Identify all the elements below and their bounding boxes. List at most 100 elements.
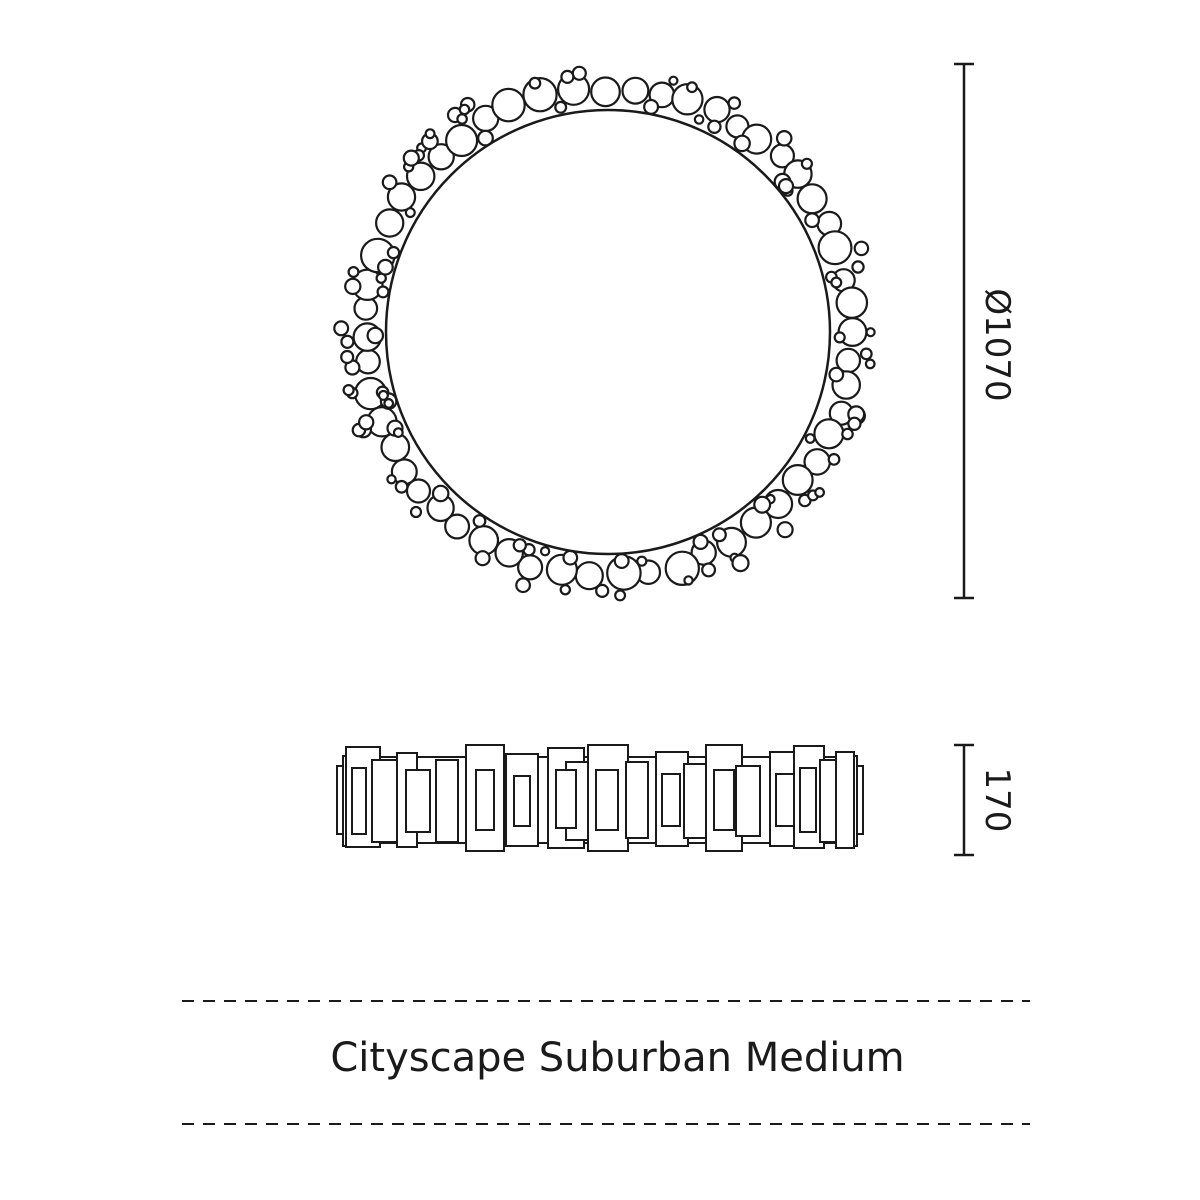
bubble bbox=[445, 123, 479, 158]
bubble bbox=[707, 119, 722, 135]
side-panel bbox=[661, 773, 681, 827]
bubble bbox=[474, 550, 491, 567]
bubble bbox=[813, 418, 845, 450]
bubble bbox=[835, 286, 869, 319]
bubble bbox=[636, 555, 648, 567]
bubble bbox=[827, 453, 841, 466]
bubble bbox=[775, 130, 793, 147]
bubble bbox=[613, 552, 630, 569]
side-panel bbox=[735, 765, 761, 837]
bubble bbox=[804, 212, 820, 229]
bubble bbox=[342, 384, 355, 397]
bubble bbox=[776, 521, 794, 539]
bubble bbox=[409, 505, 423, 519]
side-panel bbox=[475, 769, 495, 831]
bubble bbox=[643, 98, 660, 115]
bubble bbox=[727, 96, 742, 110]
bubble bbox=[800, 157, 814, 170]
bubble bbox=[614, 589, 627, 602]
bubble bbox=[376, 285, 390, 299]
bubble bbox=[828, 366, 845, 383]
bubble-ring bbox=[333, 65, 876, 602]
side-panel bbox=[835, 751, 855, 849]
bubble bbox=[841, 427, 854, 441]
side-panel bbox=[513, 775, 531, 827]
side-panel bbox=[713, 769, 735, 831]
bubble bbox=[458, 103, 471, 116]
bubble bbox=[731, 553, 750, 573]
side-panel bbox=[775, 773, 795, 827]
bubble bbox=[668, 75, 679, 86]
bubble bbox=[405, 161, 436, 192]
inner-disc bbox=[384, 108, 832, 556]
bubble bbox=[830, 276, 843, 289]
bubble bbox=[515, 577, 531, 594]
bubble bbox=[595, 583, 610, 599]
bubble bbox=[753, 495, 772, 514]
bubble bbox=[427, 143, 455, 171]
bubble bbox=[814, 487, 825, 498]
bubble bbox=[865, 327, 876, 338]
bubble bbox=[347, 266, 360, 279]
bubble bbox=[375, 208, 405, 238]
bubble bbox=[386, 474, 397, 485]
height-label: 170 bbox=[977, 768, 1017, 833]
bubble bbox=[377, 258, 394, 276]
bubble bbox=[380, 432, 411, 463]
side-view bbox=[336, 744, 864, 852]
bubble bbox=[554, 100, 568, 114]
side-panel bbox=[595, 769, 619, 831]
side-panel bbox=[799, 767, 817, 833]
bubble bbox=[817, 230, 853, 266]
bubble bbox=[491, 87, 526, 123]
bubble bbox=[571, 65, 587, 81]
side-panel bbox=[405, 769, 431, 833]
bubble bbox=[472, 514, 487, 528]
bubble bbox=[851, 260, 865, 274]
bubble bbox=[796, 183, 828, 215]
bubble bbox=[381, 174, 398, 191]
bubble bbox=[621, 76, 650, 105]
bubble bbox=[701, 562, 717, 578]
bubble bbox=[777, 178, 795, 195]
bubble bbox=[431, 484, 450, 503]
bubble bbox=[392, 427, 404, 439]
side-panel bbox=[555, 769, 577, 829]
side-panel bbox=[625, 761, 649, 839]
product-name: Cityscape Suburban Medium bbox=[330, 1035, 905, 1081]
bubble bbox=[344, 277, 362, 296]
bubble bbox=[859, 347, 873, 361]
height-dimension bbox=[954, 743, 974, 857]
bubble bbox=[664, 550, 701, 587]
diameter-dimension bbox=[954, 62, 974, 600]
side-panel bbox=[351, 767, 367, 835]
bubble bbox=[847, 416, 862, 431]
bubble bbox=[333, 320, 350, 337]
bubble bbox=[512, 538, 528, 553]
bubble bbox=[366, 326, 385, 345]
bubble bbox=[377, 389, 389, 401]
bubble bbox=[781, 464, 814, 497]
bubble bbox=[386, 245, 401, 260]
bubble bbox=[394, 479, 409, 494]
bubble bbox=[386, 182, 417, 212]
bubble bbox=[539, 546, 551, 557]
bubble bbox=[383, 398, 395, 409]
side-panel bbox=[435, 759, 459, 843]
bubble bbox=[560, 69, 575, 85]
side-panel bbox=[371, 759, 399, 843]
diameter-label: Ø1070 bbox=[977, 288, 1017, 401]
bubble bbox=[444, 513, 471, 540]
bubble bbox=[404, 207, 416, 219]
bubble bbox=[559, 584, 572, 596]
bubble bbox=[590, 76, 621, 108]
bubble bbox=[864, 358, 876, 370]
bubble bbox=[528, 76, 542, 90]
bubble bbox=[340, 334, 355, 349]
bubble bbox=[358, 414, 375, 431]
top-view bbox=[333, 65, 876, 602]
bubble bbox=[686, 81, 698, 94]
bubble bbox=[562, 549, 579, 566]
bubble bbox=[340, 349, 355, 365]
